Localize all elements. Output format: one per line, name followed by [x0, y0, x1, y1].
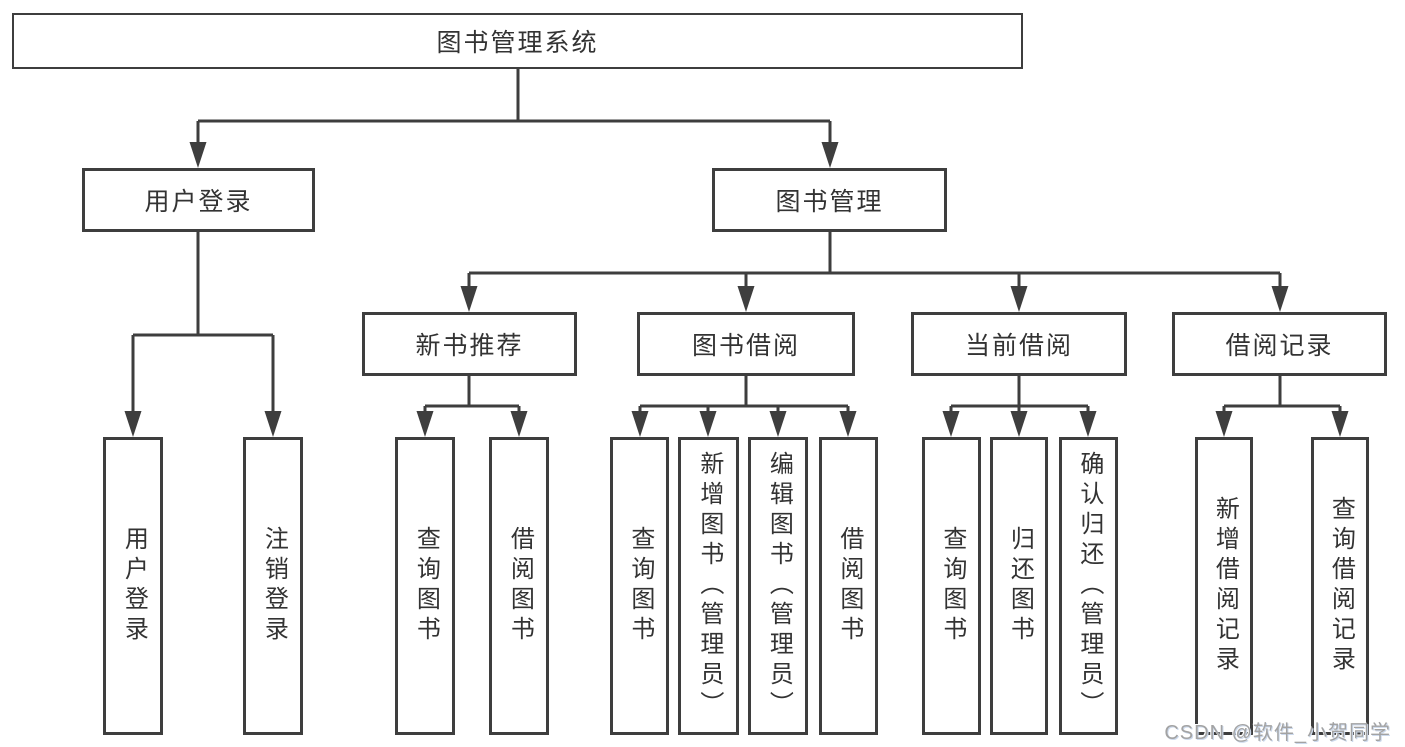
node-library-management-system: 图书管理系统 [12, 13, 1023, 69]
node-new-book-recommend-label: 新书推荐 [415, 332, 524, 360]
node-rec-borrow-books-label: 借阅图书 [506, 526, 534, 646]
node-current-borrowing: 当前借阅 [911, 312, 1127, 376]
node-borrowing-records-label: 借阅记录 [1225, 332, 1334, 360]
node-cb-confirm-return-admin: 确认归还（管理员） [1059, 437, 1118, 735]
csdn-watermark: CSDN @软件_小贺同学 [1164, 722, 1391, 744]
node-user-login-group-label: 用户登录 [144, 188, 253, 216]
node-rec-query-books-label: 查询图书 [412, 526, 440, 646]
node-cb-return-books-label: 归还图书 [1006, 526, 1034, 646]
node-cb-confirm-return-admin-label: 确认归还（管理员） [1075, 451, 1103, 721]
node-br-add-record-label: 新增借阅记录 [1211, 496, 1239, 676]
node-bb-query-books-label: 查询图书 [626, 526, 654, 646]
node-cb-return-books: 归还图书 [990, 437, 1048, 735]
node-user-login-group: 用户登录 [82, 168, 315, 232]
node-rec-borrow-books: 借阅图书 [489, 437, 549, 735]
arrowheads [124, 142, 1349, 437]
node-library-management-system-label: 图书管理系统 [436, 29, 599, 57]
node-cb-query-books-label: 查询图书 [938, 526, 966, 646]
node-new-book-recommend: 新书推荐 [362, 312, 577, 376]
node-book-borrowing: 图书借阅 [637, 312, 855, 376]
node-bb-edit-books-admin: 编辑图书（管理员） [748, 437, 808, 735]
node-borrowing-records: 借阅记录 [1172, 312, 1387, 376]
node-logout-login-label: 注销登录 [260, 526, 288, 646]
node-cb-query-books: 查询图书 [922, 437, 981, 735]
node-bb-edit-books-admin-label: 编辑图书（管理员） [765, 451, 793, 721]
node-user-login: 用户登录 [103, 437, 163, 735]
node-book-management-label: 图书管理 [775, 188, 884, 216]
node-bb-add-books-admin: 新增图书（管理员） [678, 437, 739, 735]
node-logout-login: 注销登录 [243, 437, 303, 735]
node-br-query-record-label: 查询借阅记录 [1327, 496, 1355, 676]
node-br-query-record: 查询借阅记录 [1311, 437, 1369, 735]
node-bb-add-books-admin-label: 新增图书（管理员） [695, 451, 723, 721]
node-bb-query-books: 查询图书 [610, 437, 669, 735]
node-br-add-record: 新增借阅记录 [1195, 437, 1253, 735]
node-current-borrowing-label: 当前借阅 [964, 332, 1073, 360]
node-rec-query-books: 查询图书 [395, 437, 455, 735]
node-user-login-label: 用户登录 [120, 526, 148, 646]
node-bb-borrow-books: 借阅图书 [819, 437, 878, 735]
node-book-management: 图书管理 [712, 168, 947, 232]
node-bb-borrow-books-label: 借阅图书 [835, 526, 863, 646]
node-book-borrowing-label: 图书借阅 [691, 332, 800, 360]
